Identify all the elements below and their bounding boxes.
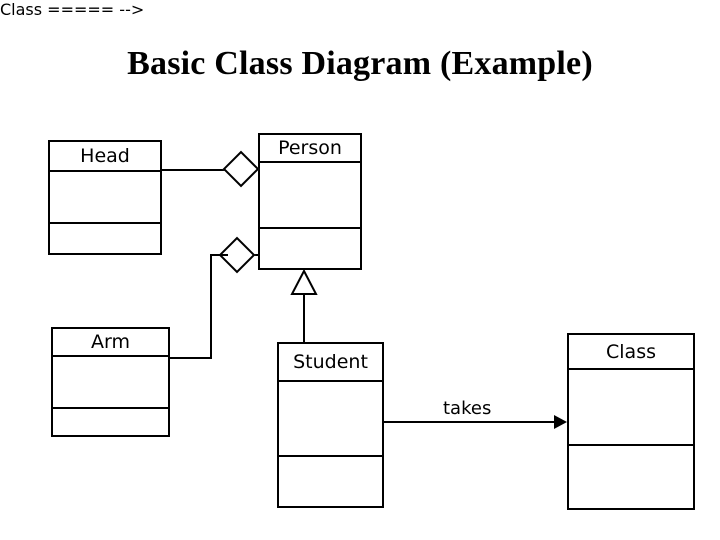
class-box-person[interactable]: Person [258,133,362,270]
class-operations-head [50,224,160,253]
edge-person-arm-segment-elbow [210,254,228,256]
class-box-head[interactable]: Head [48,140,162,255]
class-operations-person [260,229,360,268]
class-name-arm: Arm [53,329,168,357]
edge-person-arm-segment-bottom [170,357,212,359]
page-title: Basic Class Diagram (Example) [127,45,593,82]
class-name-class: Class [569,335,693,370]
class-operations-student [279,457,382,506]
edge-person-arm-segment-vertical [210,254,212,359]
class-attributes-class [569,370,693,446]
class-operations-class [569,446,693,508]
edge-student-class-line [384,421,556,423]
class-attributes-student [279,382,382,457]
class-operations-arm [53,409,168,435]
edge-person-head-line [162,169,226,171]
class-name-student: Student [279,344,382,382]
class-box-student[interactable]: Student [277,342,384,508]
class-box-class[interactable]: Class [567,333,695,510]
class-attributes-head [50,172,160,224]
class-name-person: Person [260,135,360,163]
class-attributes-person [260,163,360,229]
class-name-head: Head [50,142,160,172]
class-box-arm[interactable]: Arm [51,327,170,437]
class-attributes-arm [53,357,168,409]
aggregation-diamond-person-head [222,150,260,188]
edge-label-takes: takes [443,398,492,419]
edge-student-person-line [303,293,305,343]
association-arrowhead-student-class [554,415,567,429]
